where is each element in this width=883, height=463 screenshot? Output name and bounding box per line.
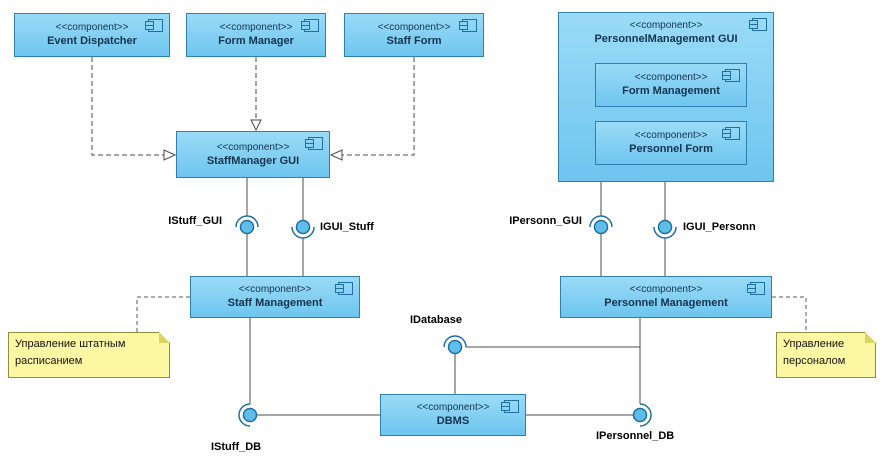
component-name: Event Dispatcher	[47, 35, 137, 47]
component-personnel-form[interactable]: <<component>> Personnel Form	[595, 121, 747, 165]
note-anchor-right	[772, 296, 807, 332]
component-icon	[501, 400, 519, 413]
component-icon	[722, 127, 740, 140]
stereotype-label: <<component>>	[219, 22, 293, 33]
component-dbms[interactable]: <<component>> DBMS	[380, 394, 526, 436]
note-text-line2: расписанием	[15, 354, 83, 367]
ball-istuff-db[interactable]	[242, 407, 258, 423]
interface-balls	[239, 219, 673, 423]
note-fold-icon	[865, 332, 876, 343]
connector-lines	[246, 178, 666, 416]
ball-ipersonn-gui[interactable]	[593, 219, 609, 235]
socket-idatabase	[443, 335, 467, 348]
socket-igui-personn	[653, 226, 677, 239]
component-name: Personnel Management	[604, 297, 728, 309]
note-anchor-lines	[136, 296, 807, 332]
stereotype-label: <<component>>	[634, 72, 708, 83]
note-fold-icon	[159, 332, 170, 343]
ball-igui-stuff[interactable]	[295, 219, 311, 235]
note-text-line1: Управление	[783, 338, 845, 350]
note-personnel-management[interactable]: Управление персоналом	[776, 332, 876, 378]
interface-label-istuff-gui: IStuff_GUI	[168, 215, 222, 227]
arrowhead-down-icon	[250, 119, 262, 132]
dependency-staff-form	[342, 57, 415, 156]
dependency-lines	[91, 57, 415, 156]
component-form-manager[interactable]: <<component>> Form Manager	[186, 13, 326, 57]
component-icon	[747, 282, 765, 295]
component-name: Form Manager	[218, 35, 294, 47]
component-icon	[749, 18, 767, 31]
component-icon	[459, 19, 477, 32]
component-name: DBMS	[436, 415, 470, 427]
socket-istuff-db	[238, 403, 251, 427]
ball-ipersonnel-db[interactable]	[632, 407, 648, 423]
component-name: Form Management	[622, 85, 720, 97]
stereotype-label: <<component>>	[629, 20, 703, 31]
socket-igui-stuff	[291, 226, 315, 239]
component-name: PersonnelManagement GUI	[594, 33, 738, 45]
component-name: Personnel Form	[629, 143, 713, 155]
interface-label-igui-stuff: IGUI_Stuff	[320, 221, 374, 233]
stereotype-label: <<component>>	[629, 284, 703, 295]
socket-ipersonn-gui	[589, 215, 613, 228]
arrowhead-right-icon	[163, 149, 177, 161]
interface-sockets	[235, 215, 677, 427]
stereotype-label: <<component>>	[55, 22, 129, 33]
component-icon	[301, 19, 319, 32]
ball-idatabase[interactable]	[447, 339, 463, 355]
component-staff-form[interactable]: <<component>> Staff Form	[344, 13, 484, 57]
note-anchor-left	[136, 296, 190, 332]
component-personnel-management[interactable]: <<component>> Personnel Management	[560, 276, 772, 318]
stereotype-label: <<component>>	[416, 402, 490, 413]
stereotype-label: <<component>>	[216, 141, 290, 153]
component-icon	[335, 282, 353, 295]
note-text-line2: персоналом	[783, 354, 846, 367]
component-name: Staff Management	[227, 297, 323, 309]
ball-istuff-gui[interactable]	[239, 219, 255, 235]
component-event-dispatcher[interactable]: <<component>> Event Dispatcher	[14, 13, 170, 57]
note-staff-management[interactable]: Управление штатным расписанием	[8, 332, 170, 378]
component-name: Staff Form	[386, 35, 442, 47]
component-icon	[722, 69, 740, 82]
component-personnel-management-gui[interactable]: <<component>> PersonnelManagement GUI <<…	[558, 12, 774, 182]
component-name: StaffManager GUI	[206, 154, 300, 167]
stereotype-label: <<component>>	[377, 22, 451, 33]
component-form-management[interactable]: <<component>> Form Management	[595, 63, 747, 107]
component-staffmanager-gui[interactable]: <<component>> StaffManager GUI	[176, 131, 330, 178]
arrowhead-left-icon	[329, 149, 343, 161]
interface-label-igui-personn: IGUI_Personn	[683, 221, 756, 233]
note-text-line1: Управление штатным	[15, 338, 126, 350]
component-icon	[305, 137, 323, 150]
dependency-arrowheads	[163, 119, 343, 161]
stereotype-label: <<component>>	[634, 130, 708, 141]
interface-label-ipersonn-gui: IPersonn_GUI	[509, 215, 582, 227]
socket-ipersonnel-db	[639, 403, 652, 427]
stereotype-label: <<component>>	[238, 284, 312, 295]
component-icon	[145, 19, 163, 32]
socket-istuff-gui	[235, 215, 259, 228]
ball-igui-personn[interactable]	[657, 219, 673, 235]
interface-label-istuff-db: IStuff_DB	[211, 441, 262, 453]
dependency-event-dispatcher	[91, 57, 164, 156]
component-staff-management[interactable]: <<component>> Staff Management	[190, 276, 360, 318]
interface-label-ipersonnel-db: IPersonnel_DB	[596, 430, 675, 442]
interface-label-idatabase: IDatabase	[410, 314, 462, 326]
